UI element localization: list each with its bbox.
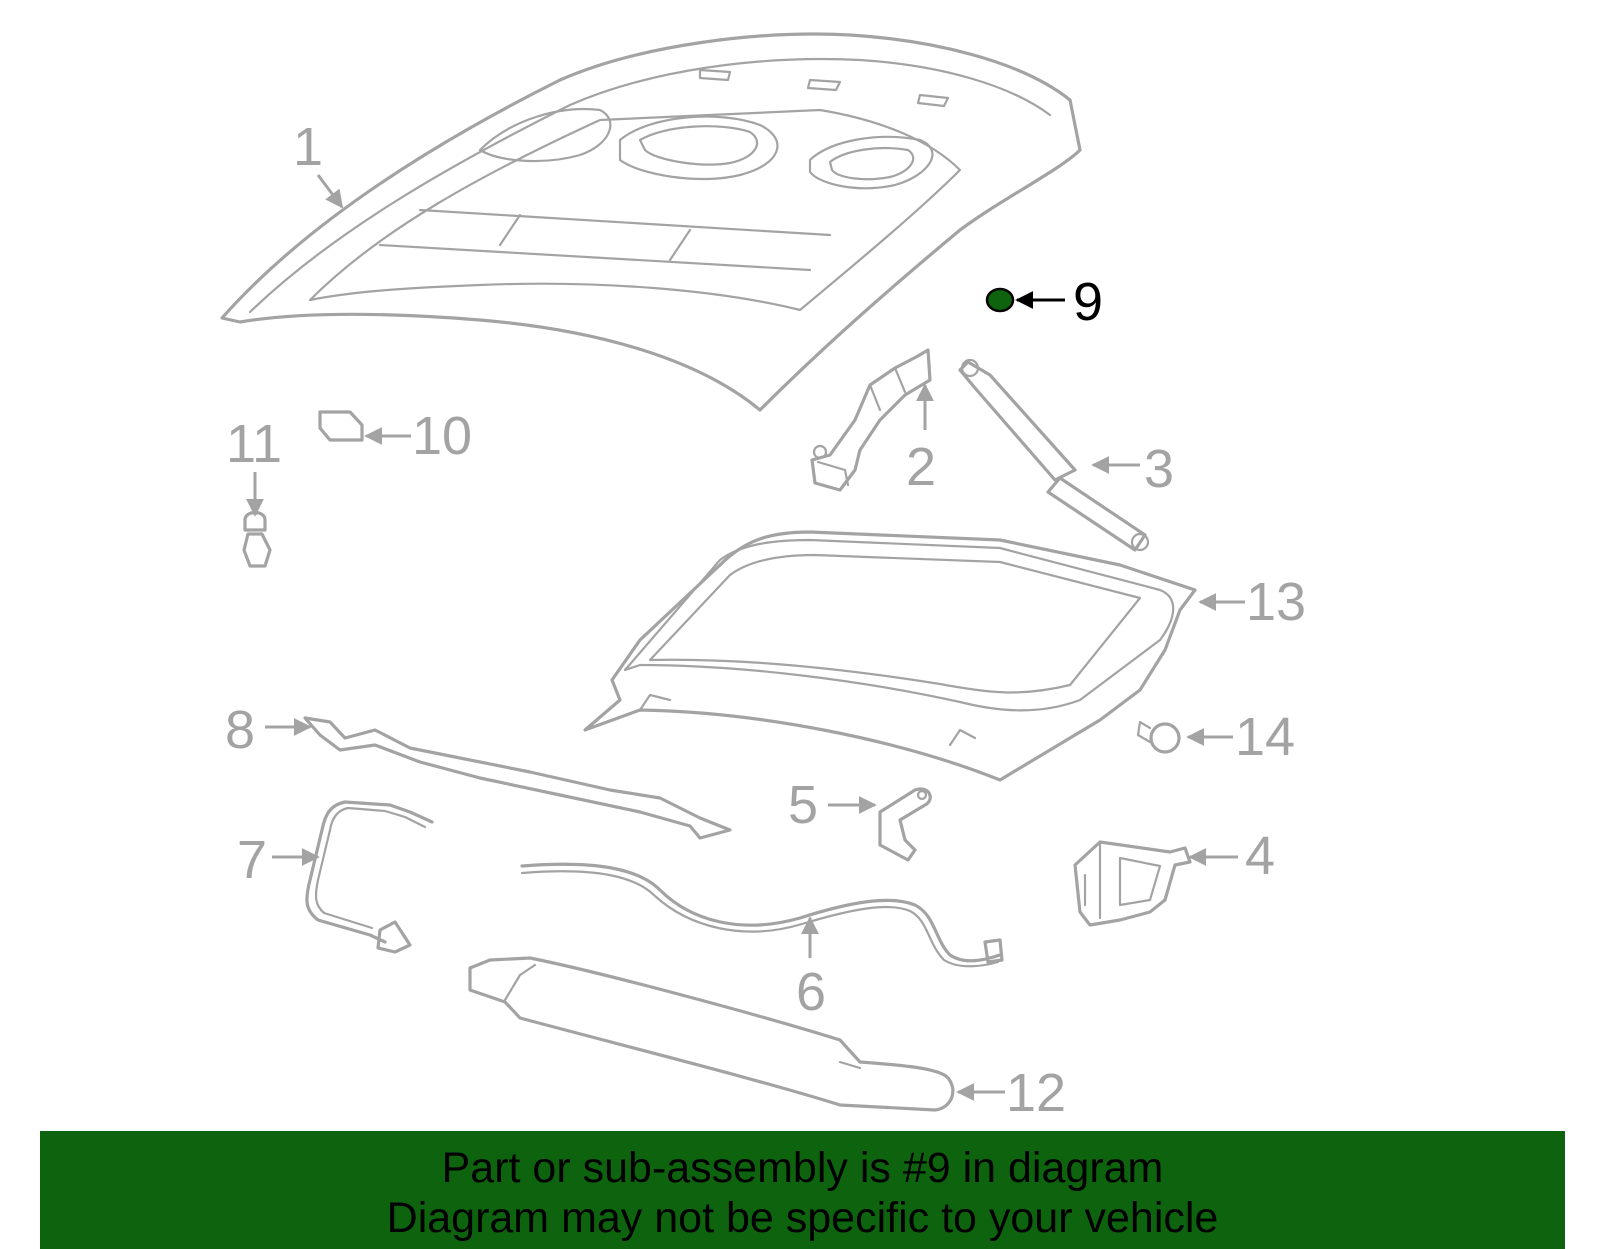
callout-9: 9 bbox=[1073, 272, 1103, 332]
callout-8: 8 bbox=[225, 700, 255, 760]
callout-2: 2 bbox=[906, 437, 936, 497]
callout-11: 11 bbox=[226, 414, 282, 474]
part-12-molding bbox=[468, 956, 955, 1112]
parts-diagram: 1 2 3 4 5 6 7 8 9 10 11 12 13 14 bbox=[220, 32, 1306, 1123]
part-10-seal bbox=[318, 410, 364, 442]
callout-7: 7 bbox=[237, 830, 267, 890]
part-6-cable bbox=[520, 862, 1004, 968]
callout-5: 5 bbox=[788, 775, 818, 835]
leader-lines bbox=[246, 174, 1245, 1101]
part-7-cable bbox=[305, 800, 434, 954]
banner-line-1: Part or sub-assembly is #9 in diagram bbox=[441, 1144, 1164, 1192]
part-13-insulator bbox=[583, 530, 1197, 782]
part-9-plug bbox=[985, 287, 1015, 313]
part-3-strut bbox=[958, 358, 1150, 552]
callout-13: 13 bbox=[1246, 572, 1306, 632]
part-4-latch bbox=[1073, 840, 1192, 927]
callout-10: 10 bbox=[412, 406, 472, 466]
info-banner: Part or sub-assembly is #9 in diagram Di… bbox=[40, 1131, 1565, 1249]
part-1-hood bbox=[220, 32, 1082, 412]
callout-3: 3 bbox=[1144, 439, 1174, 499]
callout-1: 1 bbox=[293, 117, 323, 177]
banner-line-2: Diagram may not be specific to your vehi… bbox=[386, 1194, 1219, 1242]
part-8-weatherstrip bbox=[303, 716, 732, 840]
callout-6: 6 bbox=[796, 962, 826, 1022]
part-11-bumper bbox=[242, 510, 272, 568]
callout-12: 12 bbox=[1006, 1063, 1066, 1123]
callout-4: 4 bbox=[1245, 826, 1275, 886]
part-5-bracket bbox=[878, 787, 932, 862]
callout-14: 14 bbox=[1235, 707, 1295, 767]
part-14-pushpin bbox=[1136, 720, 1181, 754]
callout-labels: 1 2 3 4 5 6 7 8 9 10 11 12 13 14 bbox=[225, 117, 1306, 1123]
